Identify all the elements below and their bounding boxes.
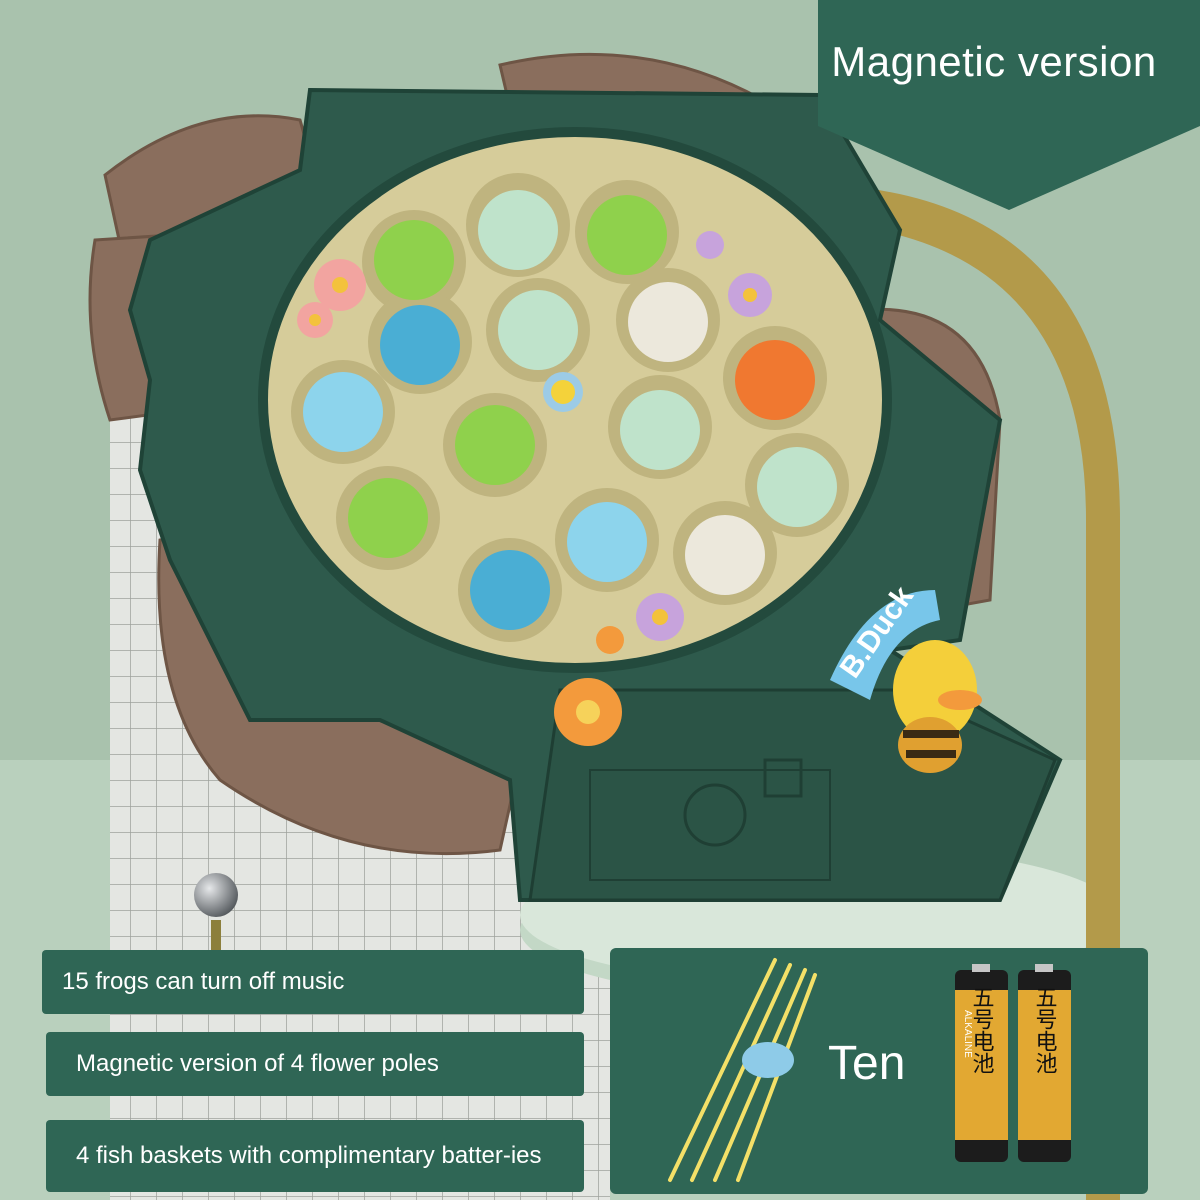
version-banner-text: Magnetic version bbox=[831, 38, 1157, 85]
recycle-bin-icon bbox=[763, 758, 803, 798]
feature-label-baskets: 4 fish baskets with complimentary batter… bbox=[46, 1120, 584, 1192]
steel-ball bbox=[194, 873, 238, 917]
feature-label-frogs: 15 frogs can turn off music bbox=[42, 950, 584, 1014]
bduck-logo: B.Duck bbox=[830, 580, 982, 773]
quantity-label: Ten bbox=[828, 1037, 906, 1090]
frog-holes bbox=[291, 173, 849, 642]
cert-mark-icon bbox=[683, 783, 747, 847]
flower-stickers bbox=[297, 231, 772, 746]
battery-cover-outline bbox=[589, 769, 831, 881]
feature-label-poles: Magnetic version of 4 flower poles bbox=[46, 1032, 584, 1096]
